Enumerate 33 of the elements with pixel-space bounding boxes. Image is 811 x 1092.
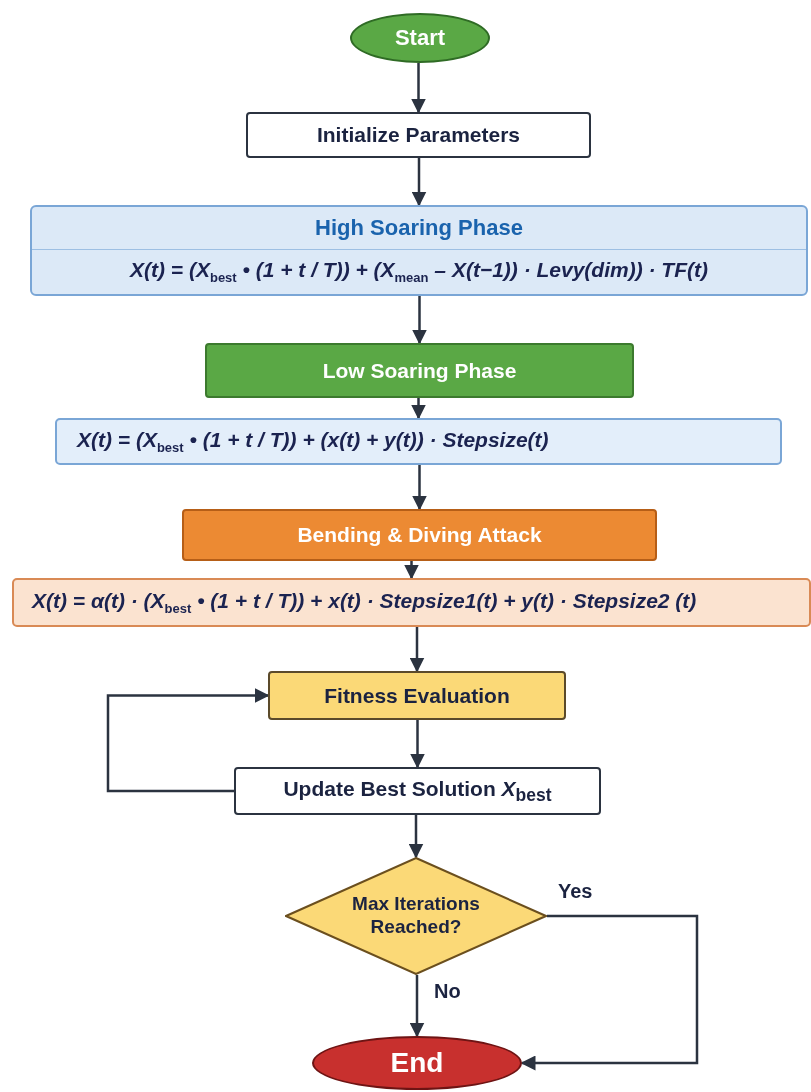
process-box (246, 112, 591, 158)
phase-box (205, 343, 634, 398)
phase-heading: High Soaring Phase (315, 214, 523, 242)
arrow (520, 914, 699, 1071)
process-box (234, 767, 601, 815)
arrow (408, 815, 424, 859)
phase-box (182, 509, 657, 561)
arrow (411, 158, 427, 207)
arrow (410, 720, 425, 769)
arrow (409, 975, 425, 1038)
arrow (411, 398, 426, 420)
arrow (411, 63, 426, 114)
decision-diamond (285, 857, 547, 975)
arrow (106, 688, 270, 793)
formula-text: X(t) = (X$_{best}$ • (1 + t / T)) + (X$_{mean}$ – X(t−1)) · Levy(dim)) · TF(t) (32, 249, 806, 294)
formula-text: X(t) = α(t) · (X$_{best}$ • (1 + t / T)) + x(t) · Stepsize1(t) + y(t) · Stepsize2 (t) (32, 588, 697, 617)
node-label: Update Best Solution X$_{best}$ (283, 775, 552, 807)
node-label: End (390, 1046, 444, 1080)
arrow (404, 561, 419, 580)
arrow (412, 296, 427, 345)
node-label: Fitness Evaluation (324, 682, 510, 709)
phase-panel (30, 205, 808, 296)
arrow (412, 465, 427, 511)
formula-box (12, 578, 811, 627)
formula-box (55, 418, 782, 465)
node-label: Bending & Diving Attack (297, 522, 542, 548)
formula-text: X(t) = (X$_{best}$ • (1 + t / T)) + (x(t) + y(t)) · Stepsize(t) (77, 427, 549, 456)
node-label: Start (394, 24, 446, 52)
process-box (268, 671, 566, 720)
node-label: Max Iterations Reached? (351, 893, 481, 939)
node-label: Initialize Parameters (316, 122, 521, 148)
node-label: Low Soaring Phase (322, 357, 517, 384)
arrow (409, 627, 425, 673)
